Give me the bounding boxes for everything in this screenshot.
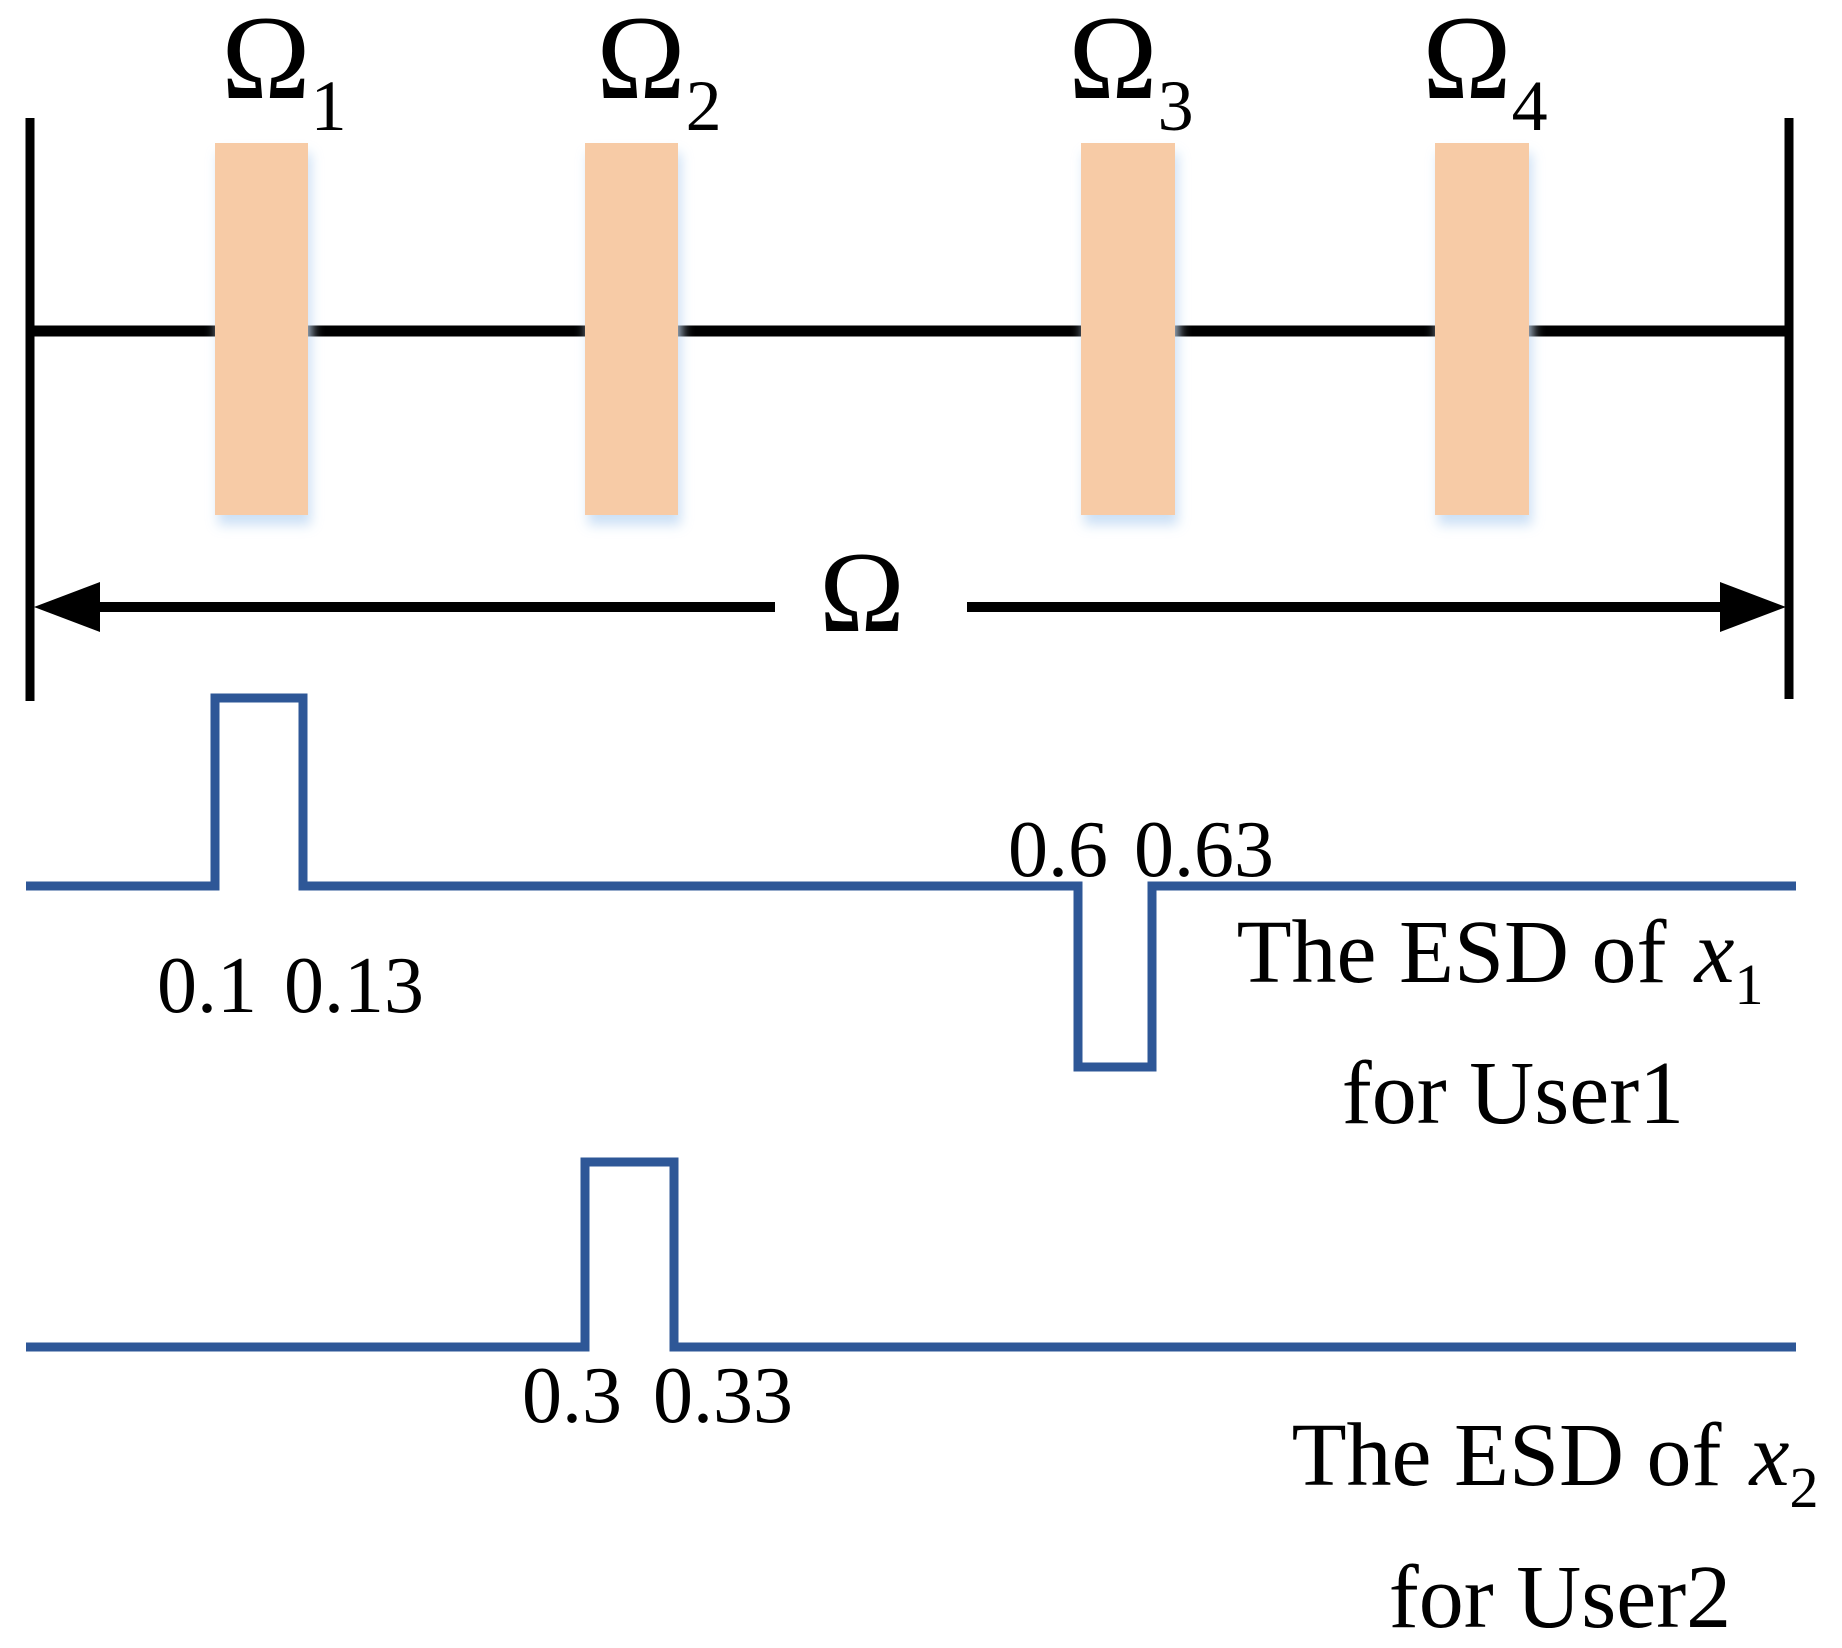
band-label-4-symbol: Ω: [1422, 0, 1511, 124]
esd2-caption-variable-sub: 2: [1789, 1455, 1818, 1520]
esd2-caption-line2: for User2: [1389, 1548, 1731, 1647]
arrowhead-right-icon: [1720, 582, 1786, 632]
band-label-1: Ω1: [221, 0, 346, 146]
esd1-pulse-start-label: 0.1: [157, 942, 257, 1030]
arrowhead-left-icon: [34, 582, 100, 632]
esd1-notch-end-label: 0.63: [1134, 806, 1274, 894]
band-label-1-symbol: Ω: [221, 0, 310, 124]
esd1-caption-variable: x: [1692, 903, 1734, 1002]
band-rect-3: [1081, 143, 1175, 515]
esd1-caption-variable-sub: 1: [1734, 952, 1763, 1017]
bandwidth-arrow: [34, 582, 1786, 632]
esd2-pulse-end-label: 0.33: [653, 1352, 793, 1440]
esd1-notch-start-label: 0.6: [1008, 806, 1108, 894]
band-label-2-sub: 2: [686, 66, 722, 146]
esd2-pulse-start-label: 0.3: [522, 1352, 622, 1440]
band-rects: [215, 143, 1529, 515]
band-rect-4: [1435, 143, 1529, 515]
esd2-caption-line1: The ESD of x2: [1292, 1406, 1819, 1520]
band-label-3-symbol: Ω: [1068, 0, 1157, 124]
esd-curve-user2: [26, 1157, 1796, 1352]
band-rect-2: [585, 143, 678, 515]
band-label-2: Ω2: [596, 0, 721, 146]
band-label-2-symbol: Ω: [596, 0, 685, 124]
esd1-caption-line2: for User1: [1342, 1044, 1684, 1143]
esd-curve-user1: [26, 693, 1796, 1072]
esd1-caption-prefix: The ESD of: [1237, 903, 1667, 1002]
esd2-caption-prefix: The ESD of: [1292, 1406, 1722, 1505]
band-label-4-sub: 4: [1512, 66, 1548, 146]
bandwidth-omega-label: Ω: [819, 529, 904, 656]
band-label-3-sub: 3: [1158, 66, 1194, 146]
esd2-caption-variable: x: [1747, 1406, 1789, 1505]
band-label-1-sub: 1: [311, 66, 347, 146]
band-label-3: Ω3: [1068, 0, 1193, 146]
esd1-pulse-end-label: 0.13: [284, 942, 424, 1030]
esd1-caption-line1: The ESD of x1: [1237, 903, 1764, 1017]
band-rect-1: [215, 143, 308, 515]
band-label-4: Ω4: [1422, 0, 1547, 146]
